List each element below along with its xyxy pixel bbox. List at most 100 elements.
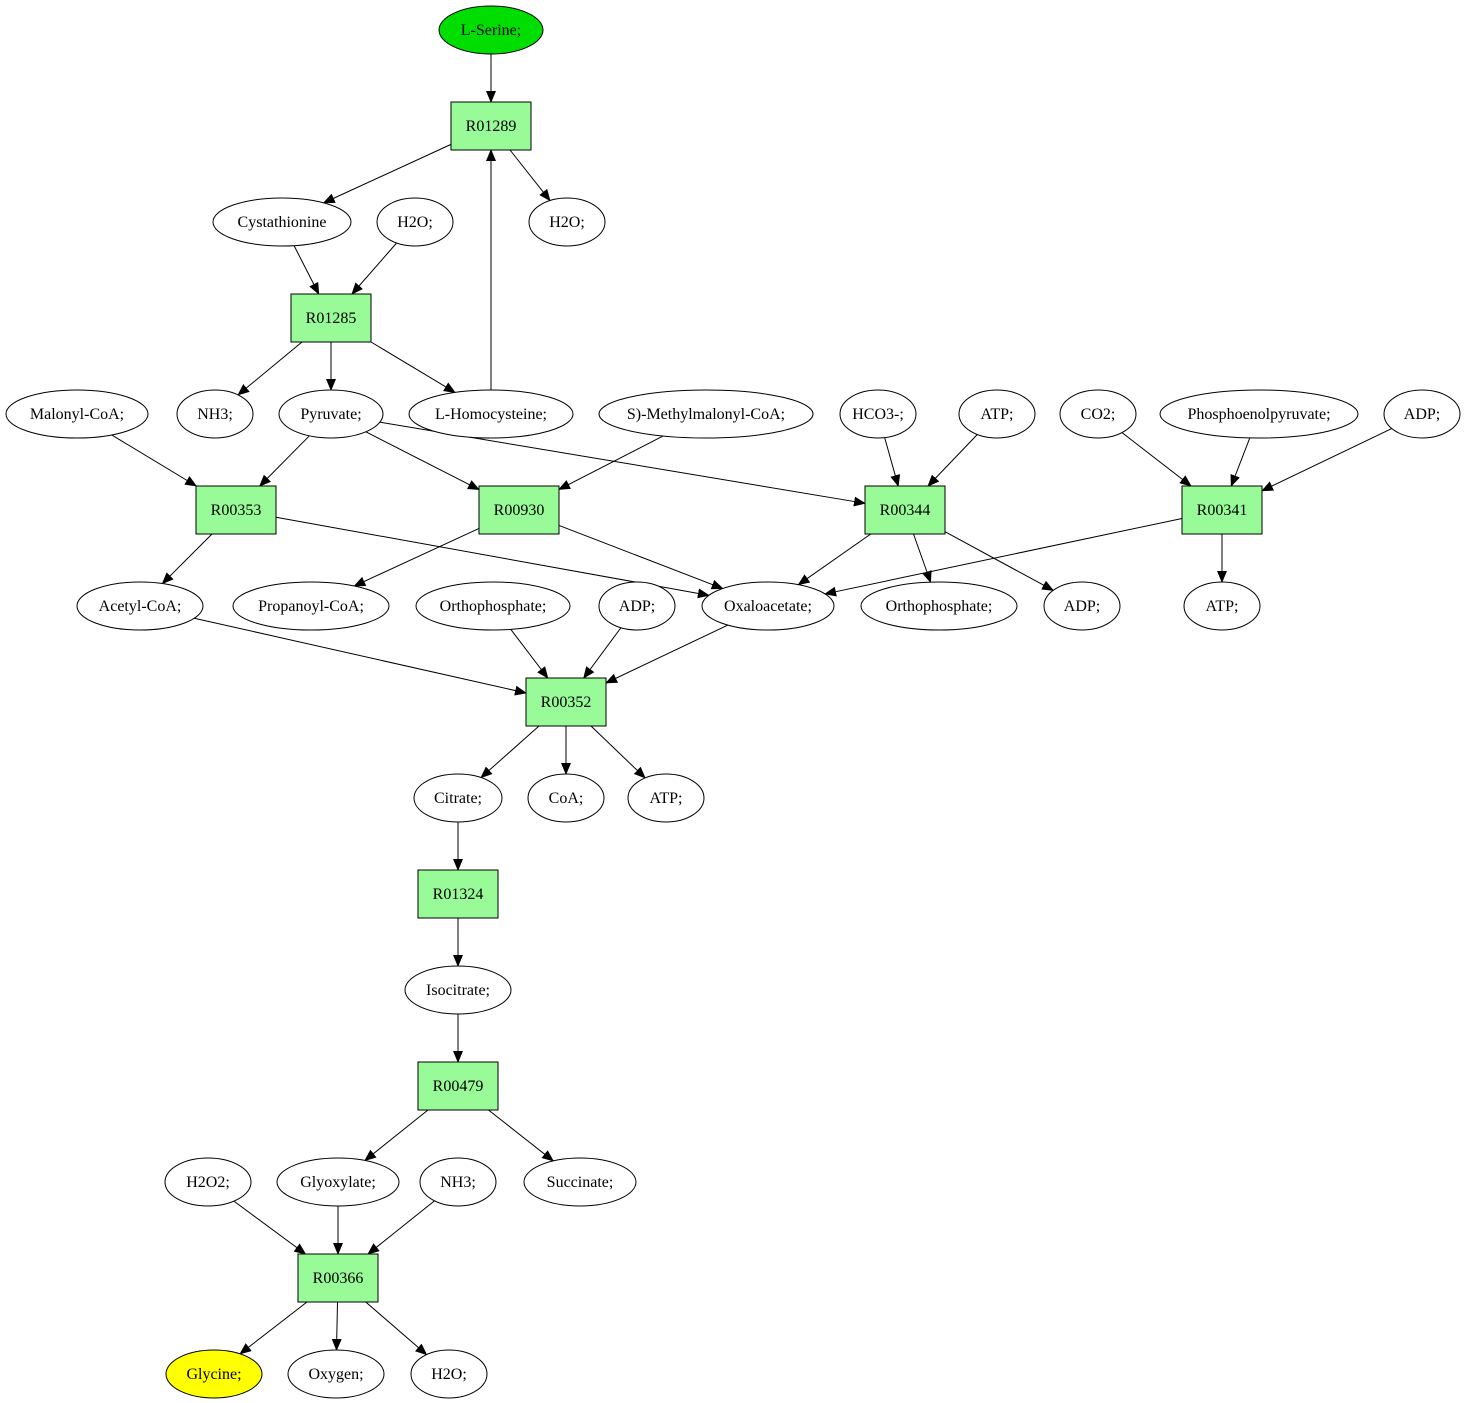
node-label: Cystathionine [238,214,327,231]
reaction-node-r00353: R00353 [195,485,277,535]
edge-r00352-to-atp_c [590,725,646,779]
compound-ellipse [528,197,606,247]
reaction-box [297,1253,379,1303]
node-label: CoA; [549,790,584,807]
compound-ellipse [404,965,512,1015]
node-label: Isocitrate; [426,982,490,999]
compound-ellipse [598,581,676,631]
reaction-box [525,677,607,727]
reaction-box [450,101,532,151]
compound-node-nh3_a: NH3; [176,389,254,439]
node-label: R00353 [211,502,262,519]
edges-layer [111,54,1392,1356]
compound-node-glycine: Glycine; [165,1349,263,1399]
compound-ellipse [598,389,814,439]
edge-adp_b-to-r00352 [583,627,622,679]
compound-ellipse [287,1349,385,1399]
reaction-node-r00341: R00341 [1181,485,1263,535]
node-label: ATP; [1206,598,1239,615]
compound-ellipse [408,389,574,439]
compound-node-adp_c: ADP; [1043,581,1121,631]
node-label: Citrate; [434,790,482,807]
edge-h2o2-to-r00366 [233,1200,307,1255]
compound-ellipse [438,5,544,55]
compound-ellipse [627,773,705,823]
edge-pyruvate-to-r00353 [259,435,310,487]
compound-node-ortho_a: Orthophosphate; [415,581,571,631]
compound-node-atp_b: ATP; [1183,581,1261,631]
edge-hco3-to-r00344 [884,437,901,487]
reaction-box [417,869,499,919]
edge-nh3_b-to-r00366 [367,1200,435,1255]
node-label: Glyoxylate; [300,1174,376,1191]
compound-ellipse [164,1157,252,1207]
node-label: Phosphoenolpyruvate; [1187,406,1330,423]
compound-node-acetyl: Acetyl-CoA; [76,581,204,631]
node-label: ADP; [619,598,655,615]
node-label: CO2; [1081,406,1116,423]
compound-node-methylmal: S)-Methylmalonyl-CoA; [598,389,814,439]
reaction-box [417,1061,499,1111]
compound-ellipse [523,1157,637,1207]
compound-node-propanoyl: Propanoyl-CoA; [232,581,390,631]
node-label: ATP; [981,406,1014,423]
node-label: ADP; [1404,406,1440,423]
reaction-node-r00344: R00344 [864,485,946,535]
compound-node-h2o_a: H2O; [376,197,454,247]
edge-acetyl-to-r00352 [194,617,527,696]
node-label: Propanoyl-CoA; [258,598,364,615]
compound-ellipse [839,389,917,439]
compound-ellipse [958,389,1036,439]
node-label: R00341 [1197,502,1248,519]
compound-node-nh3_b: NH3; [419,1157,497,1207]
compound-ellipse [860,581,1018,631]
compound-node-pyruvate: Pyruvate; [278,389,384,439]
compound-node-hco3: HCO3-; [839,389,917,439]
compound-node-serine: L-Serine; [438,5,544,55]
compound-ellipse [415,581,571,631]
compound-ellipse [410,1349,488,1399]
edge-r00341-to-oxalo [824,517,1183,597]
compound-node-coa: CoA; [527,773,605,823]
node-label: Acetyl-CoA; [99,598,182,615]
node-label: ADP; [1064,598,1100,615]
compound-node-atp_c: ATP; [627,773,705,823]
edge-r00352-to-citrate [480,725,540,779]
reaction-box [864,485,946,535]
reaction-node-r00479: R00479 [417,1061,499,1111]
compound-ellipse [165,1349,263,1399]
compound-ellipse [1043,581,1121,631]
reaction-node-r00366: R00366 [297,1253,379,1303]
edge-r00366-to-oxygen [331,1301,342,1352]
compound-node-adp_a: ADP; [1383,389,1461,439]
node-label: H2O; [431,1366,467,1383]
reaction-node-r01285: R01285 [290,293,372,343]
reaction-node-r00352: R00352 [525,677,607,727]
compound-ellipse [1183,581,1261,631]
node-label: R01324 [433,886,484,903]
compound-node-h2o_c: H2O; [410,1349,488,1399]
compound-ellipse [176,389,254,439]
node-label: R01285 [306,310,357,327]
node-label: L-Homocysteine; [435,406,547,423]
node-label: Orthophosphate; [886,598,993,615]
reaction-box [478,485,560,535]
compound-node-isocitrate: Isocitrate; [404,965,512,1015]
compound-node-oxalo: Oxaloacetate; [701,581,835,631]
compound-node-malonyl: Malonyl-CoA; [5,389,149,439]
compound-node-adp_b: ADP; [598,581,676,631]
compound-node-atp_a: ATP; [958,389,1036,439]
edge-atp_a-to-r00344 [927,434,978,487]
node-label: Malonyl-CoA; [30,406,124,423]
node-label: Oxaloacetate; [724,598,812,615]
edge-r00344-to-ortho_b [913,533,932,584]
compound-ellipse [278,389,384,439]
node-label: L-Serine; [461,22,521,39]
compound-node-cysta: Cystathionine [212,197,352,247]
edge-co2-to-r00341 [1121,432,1192,487]
reaction-box [290,293,372,343]
reaction-node-r00930: R00930 [478,485,560,535]
edge-h2o_a-to-r01285 [351,242,397,295]
compound-ellipse [1059,389,1137,439]
